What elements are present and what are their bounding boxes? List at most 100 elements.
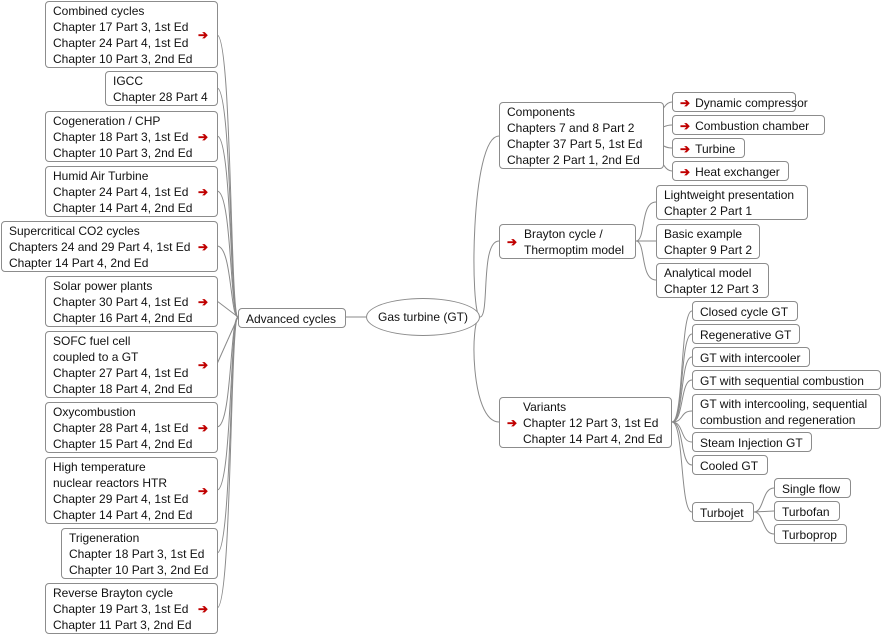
link-arrow-icon[interactable]: ➔: [680, 119, 691, 133]
turbojet-node: Turbojet: [692, 502, 754, 522]
node-ref: Chapter 12 Part 3: [664, 282, 759, 296]
link-arrow-icon[interactable]: ➔: [680, 96, 691, 110]
node-title: Components: [507, 105, 576, 119]
analytical-model-node: Analytical model Chapter 12 Part 3: [656, 263, 769, 298]
node-ref: Chapter 37 Part 5, 1st Ed: [507, 137, 643, 151]
node-ref: Chapter 2 Part 1: [664, 204, 753, 218]
node-title: Analytical model: [664, 266, 752, 280]
dynamic-compressor-node[interactable]: ➔ Dynamic compressor: [672, 92, 808, 112]
oxycombustion-node: Oxycombustion Chapter 28 Part 4, 1st Ed …: [45, 402, 218, 453]
link-arrow-icon[interactable]: ➔: [198, 130, 209, 144]
node-ref: Chapter 28 Part 4, 1st Ed: [53, 421, 189, 435]
node-title: High temperature: [53, 460, 146, 474]
node-title: Solar power plants: [53, 279, 153, 293]
advanced-cycles-node: Advanced cycles: [238, 308, 346, 328]
node-title: Advanced cycles: [246, 312, 337, 326]
node-title: Dynamic compressor: [695, 96, 808, 110]
node-title: Reverse Brayton cycle: [53, 586, 174, 600]
link-arrow-icon[interactable]: ➔: [198, 358, 209, 372]
sofc-fuel-cell-node: SOFC fuel cell coupled to a GT Chapter 2…: [45, 331, 218, 398]
node-ref: Chapter 10 Part 3, 2nd Ed: [53, 146, 193, 160]
node-title: combustion and regeneration: [700, 413, 856, 427]
node-title: GT with sequential combustion: [700, 374, 864, 388]
node-title: Thermoptim model: [524, 243, 625, 257]
node-ref: Chapter 17 Part 3, 1st Ed: [53, 20, 189, 34]
node-title: Closed cycle GT: [700, 305, 789, 319]
root-title: Gas turbine (GT): [377, 310, 469, 324]
node-title: Heat exchanger: [695, 165, 780, 179]
node-ref: Chapter 14 Part 4, 2nd Ed: [53, 201, 193, 215]
steam-injection-gt-node: Steam Injection GT: [692, 432, 812, 452]
node-title: SOFC fuel cell: [53, 334, 131, 348]
node-ref: Chapter 18 Part 3, 1st Ed: [53, 130, 189, 144]
single-flow-node: Single flow: [774, 478, 851, 498]
link-arrow-icon[interactable]: ➔: [198, 602, 209, 616]
node-title: Basic example: [664, 227, 743, 241]
node-ref: Chapter 28 Part 4: [113, 90, 208, 104]
node-title: nuclear reactors HTR: [53, 476, 168, 490]
node-ref: Chapter 9 Part 2: [664, 243, 753, 257]
node-title: Brayton cycle /: [524, 227, 603, 241]
node-ref: Chapter 18 Part 3, 1st Ed: [69, 547, 205, 561]
link-arrow-icon[interactable]: ➔: [198, 185, 209, 199]
link-arrow-icon[interactable]: ➔: [680, 142, 691, 156]
node-ref: Chapter 16 Part 4, 2nd Ed: [53, 311, 193, 325]
node-title: Humid Air Turbine: [53, 169, 149, 183]
node-ref: Chapter 24 Part 4, 1st Ed: [53, 36, 189, 50]
link-arrow-icon[interactable]: ➔: [507, 416, 518, 430]
node-title: Turbojet: [700, 506, 744, 520]
node-ref: Chapter 18 Part 4, 2nd Ed: [53, 382, 193, 396]
node-title: Variants: [523, 400, 567, 414]
turboprop-node: Turboprop: [774, 524, 847, 544]
link-arrow-icon[interactable]: ➔: [198, 28, 209, 42]
solar-power-plants-node: Solar power plants Chapter 30 Part 4, 1s…: [45, 276, 218, 327]
node-ref: Chapter 11 Part 3, 2nd Ed: [53, 618, 192, 632]
node-ref: Chapter 12 Part 3, 1st Ed: [523, 416, 659, 430]
node-title: Turbine: [695, 142, 736, 156]
lightweight-presentation-node: Lightweight presentation Chapter 2 Part …: [656, 185, 808, 220]
root-node: Gas turbine (GT): [366, 298, 480, 336]
htr-node: High temperature nuclear reactors HTR Ch…: [45, 457, 218, 524]
turbine-node[interactable]: ➔ Turbine: [672, 138, 745, 158]
link-arrow-icon[interactable]: ➔: [680, 165, 691, 179]
link-arrow-icon[interactable]: ➔: [198, 240, 209, 254]
reverse-brayton-node: Reverse Brayton cycle Chapter 19 Part 3,…: [45, 583, 218, 634]
components-node: Components Chapters 7 and 8 Part 2 Chapt…: [499, 102, 664, 169]
closed-cycle-gt-node: Closed cycle GT: [692, 301, 798, 321]
gt-sequential-combustion-node: GT with sequential combustion: [692, 370, 881, 390]
node-title: Single flow: [782, 482, 841, 496]
link-arrow-icon[interactable]: ➔: [198, 421, 209, 435]
combined-cycles-node: Combined cycles Chapter 17 Part 3, 1st E…: [45, 1, 218, 68]
link-arrow-icon[interactable]: ➔: [198, 484, 209, 498]
node-title: Trigeneration: [69, 531, 140, 545]
node-title: Combined cycles: [53, 4, 145, 18]
regenerative-gt-node: Regenerative GT: [692, 324, 800, 344]
link-arrow-icon[interactable]: ➔: [198, 295, 209, 309]
node-title: IGCC: [113, 74, 143, 88]
node-ref: Chapter 27 Part 4, 1st Ed: [53, 366, 189, 380]
gt-intercooler-node: GT with intercooler: [692, 347, 810, 367]
igcc-node: IGCC Chapter 28 Part 4: [105, 71, 218, 106]
node-ref: Chapter 2 Part 1, 2nd Ed: [507, 153, 640, 167]
link-arrow-icon[interactable]: ➔: [507, 235, 518, 249]
node-title: Combustion chamber: [695, 119, 810, 133]
node-ref: Chapter 19 Part 3, 1st Ed: [53, 602, 189, 616]
turbofan-node: Turbofan: [774, 501, 840, 521]
node-title: Turboprop: [782, 528, 837, 542]
humid-air-turbine-node: Humid Air Turbine Chapter 24 Part 4, 1st…: [45, 166, 218, 217]
node-ref: Chapter 24 Part 4, 1st Ed: [53, 185, 189, 199]
node-title: GT with intercooling, sequential: [700, 397, 868, 411]
basic-example-node: Basic example Chapter 9 Part 2: [656, 224, 760, 259]
node-ref: Chapter 14 Part 4, 2nd Ed: [53, 508, 193, 522]
trigeneration-node: Trigeneration Chapter 18 Part 3, 1st Ed …: [61, 528, 218, 579]
node-title: coupled to a GT: [53, 350, 139, 364]
heat-exchanger-node[interactable]: ➔ Heat exchanger: [672, 161, 789, 181]
combustion-chamber-node[interactable]: ➔ Combustion chamber: [672, 115, 825, 135]
variants-node: ➔ Variants Chapter 12 Part 3, 1st Ed Cha…: [499, 397, 672, 448]
node-title: Lightweight presentation: [664, 188, 795, 202]
node-ref: Chapter 15 Part 4, 2nd Ed: [53, 437, 193, 451]
node-ref: Chapter 29 Part 4, 1st Ed: [53, 492, 189, 506]
node-title: Cooled GT: [700, 459, 759, 473]
node-ref: Chapter 14 Part 4, 2nd Ed: [523, 432, 663, 446]
